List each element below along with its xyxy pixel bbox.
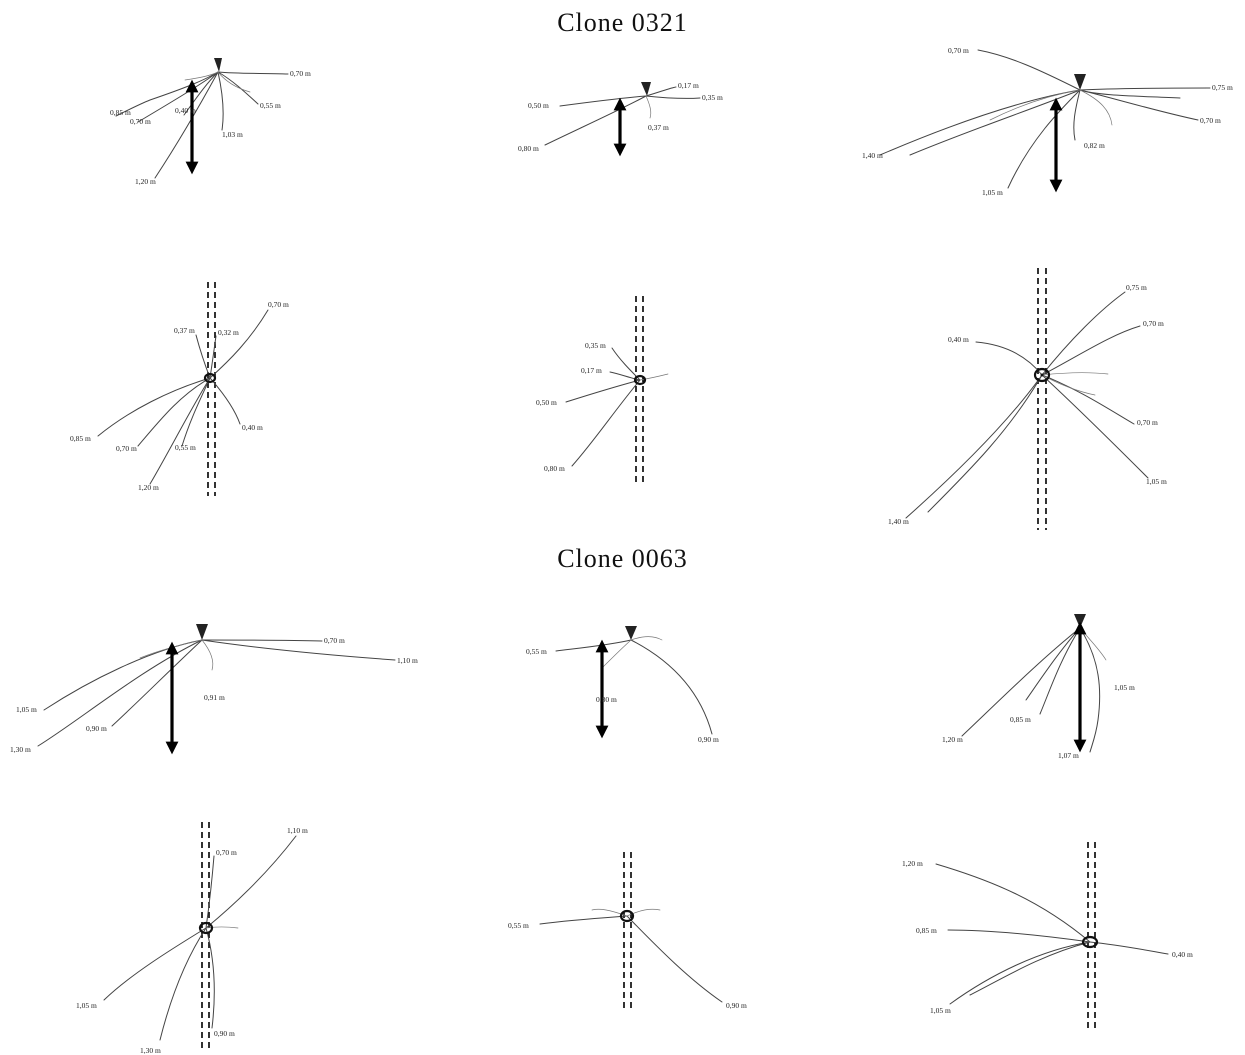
root-length-label: 1,30 m (140, 1046, 161, 1055)
root-length-label: 0,91 m (204, 693, 225, 702)
root-length-label: 0,55 m (175, 443, 196, 452)
stump-icon (625, 626, 637, 640)
root-length-label: 1,20 m (942, 735, 963, 744)
root-length-label: 1,20 m (135, 177, 156, 186)
root-length-label: 0,90 m (698, 735, 719, 744)
root-length-label: 1,07 m (1058, 751, 1079, 760)
root-length-label: 0,75 m (1126, 283, 1147, 292)
stump-ring-icon (203, 372, 217, 384)
root-length-label: 1,30 m (10, 745, 31, 754)
stump-ring-icon (619, 909, 635, 923)
root-length-label: 0,70 m (116, 444, 137, 453)
stump-icon (196, 624, 208, 640)
root-length-label: 0,55 m (526, 647, 547, 656)
stump-ring-icon (1033, 367, 1051, 383)
root-length-label: 0,40 m (1172, 950, 1193, 959)
root-length-label: 0,17 m (678, 81, 699, 90)
panel-c0321-top-2: 0,35 m 0,17 m 0,50 m 0,80 m (536, 296, 669, 484)
root-length-label: 0,70 m (130, 117, 151, 126)
root-length-label: 1,05 m (76, 1001, 97, 1010)
panel-c0321-side-2: 0,17 m 0,35 m 0,50 m 0,37 m 0,80 m (518, 81, 723, 157)
stump-icon (214, 58, 222, 72)
root-length-label: 0,80 m (596, 695, 617, 704)
panel-c0321-top-3: 0,75 m 0,40 m 0,70 m 0,70 m 1,05 m 1,40 … (888, 268, 1167, 530)
root-length-label: 1,05 m (16, 705, 37, 714)
stump-icon (641, 82, 651, 96)
root-length-label: 1,10 m (287, 826, 308, 835)
root-length-label: 0,70 m (1137, 418, 1158, 427)
root-length-label: 0,85 m (1010, 715, 1031, 724)
root-length-label: 0,70 m (268, 300, 289, 309)
root-length-label: 1,05 m (930, 1006, 951, 1015)
root-length-label: 0,70 m (948, 46, 969, 55)
panel-c0321-side-1: 0,70 m 0,85 m 0,70 m 0,40 m 0,55 m 1,03 … (110, 58, 311, 186)
panel-c0321-top-1: 0,70 m 0,37 m 0,32 m 0,85 m 0,70 m 0,55 … (70, 282, 289, 496)
root-length-label: 0,55 m (260, 101, 281, 110)
root-length-label: 0,70 m (216, 848, 237, 857)
root-length-label: 0,70 m (1200, 116, 1221, 125)
panel-c0063-top-2: 0,55 m 0,90 m (508, 852, 747, 1012)
root-length-label: 0,70 m (1143, 319, 1164, 328)
root-length-label: 0,85 m (110, 108, 131, 117)
root-length-label: 0,90 m (86, 724, 107, 733)
root-length-label: 0,85 m (70, 434, 91, 443)
root-length-label: 0,55 m (508, 921, 529, 930)
stump-ring-icon (198, 921, 214, 935)
panel-c0063-side-2: 0,55 m 0,80 m 0,90 m (526, 626, 719, 744)
root-length-label: 1,40 m (888, 517, 909, 526)
root-length-label: 0,35 m (585, 341, 606, 350)
panel-c0063-side-1: 0,70 m 1,10 m 0,91 m 1,05 m 0,90 m 1,30 … (10, 624, 418, 755)
panel-c0063-top-3: 1,20 m 0,85 m 0,40 m 1,05 m (902, 842, 1193, 1030)
root-length-label: 0,70 m (290, 69, 311, 78)
root-length-label: 0,80 m (518, 144, 539, 153)
root-length-label: 0,82 m (1084, 141, 1105, 150)
root-length-label: 1,10 m (397, 656, 418, 665)
root-length-label: 0,90 m (214, 1029, 235, 1038)
stump-ring-icon (1081, 935, 1099, 949)
root-length-label: 0,40 m (242, 423, 263, 432)
panel-c0321-side-3: 0,70 m 0,75 m 0,70 m 1,40 m 0,82 m 1,05 … (862, 46, 1233, 197)
stump-ring-icon (633, 374, 647, 386)
panel-c0063-side-3: 1,05 m 0,85 m 1,20 m 1,07 m (942, 614, 1135, 760)
root-length-label: 0,70 m (324, 636, 345, 645)
root-length-label: 0,40 m (948, 335, 969, 344)
root-length-label: 0,80 m (544, 464, 565, 473)
stump-icon (1074, 74, 1086, 90)
root-length-label: 0,40 m (175, 106, 196, 115)
root-length-label: 1,05 m (1146, 477, 1167, 486)
root-length-label: 0,75 m (1212, 83, 1233, 92)
section-title-clone-0063: Clone 0063 (557, 544, 688, 573)
root-length-label: 0,35 m (702, 93, 723, 102)
root-length-label: 0,50 m (536, 398, 557, 407)
root-length-label: 0,85 m (916, 926, 937, 935)
root-length-label: 0,37 m (648, 123, 669, 132)
root-length-label: 1,40 m (862, 151, 883, 160)
root-length-label: 1,05 m (1114, 683, 1135, 692)
root-length-label: 1,20 m (138, 483, 159, 492)
root-length-label: 0,90 m (726, 1001, 747, 1010)
root-length-label: 0,17 m (581, 366, 602, 375)
root-length-label: 0,50 m (528, 101, 549, 110)
root-length-label: 1,20 m (902, 859, 923, 868)
root-length-label: 1,05 m (982, 188, 1003, 197)
section-title-clone-0321: Clone 0321 (557, 8, 688, 37)
root-length-label: 0,32 m (218, 328, 239, 337)
root-length-label: 0,37 m (174, 326, 195, 335)
panel-c0063-top-1: 1,10 m 0,70 m 1,05 m 0,90 m 1,30 m (76, 822, 308, 1055)
stump-icon (1074, 614, 1086, 628)
root-length-label: 1,03 m (222, 130, 243, 139)
